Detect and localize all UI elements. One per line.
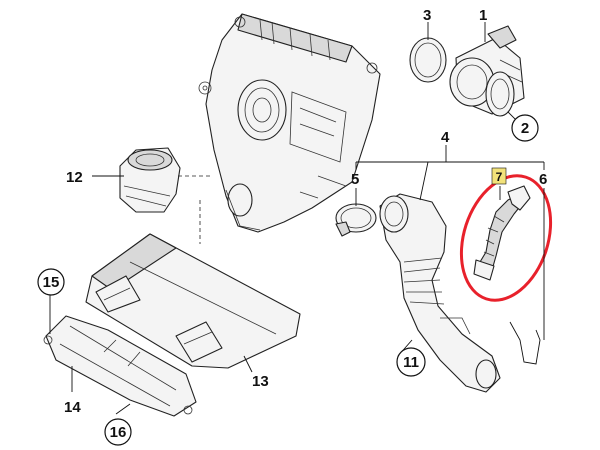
callout-4: 4 bbox=[441, 129, 450, 146]
callout-number: 13 bbox=[252, 373, 269, 390]
callout-number: 15 bbox=[43, 274, 60, 291]
callout-number: 2 bbox=[521, 120, 529, 137]
callout-15: 15 bbox=[37, 268, 65, 296]
callout-7: 7 bbox=[491, 167, 507, 185]
callout-13: 13 bbox=[252, 373, 269, 390]
callout-number: 1 bbox=[479, 7, 487, 24]
wire-clip bbox=[509, 321, 541, 365]
callout-14: 14 bbox=[64, 399, 81, 416]
callout-3: 3 bbox=[423, 7, 431, 24]
sensor-clamp bbox=[485, 71, 515, 117]
air-filter-housing bbox=[198, 13, 381, 233]
leader-lines bbox=[49, 22, 545, 415]
callout-16: 16 bbox=[104, 418, 132, 446]
hose-clamp bbox=[335, 203, 377, 237]
callout-number: 3 bbox=[423, 7, 431, 24]
callout-5: 5 bbox=[351, 171, 359, 188]
callout-2: 2 bbox=[511, 114, 539, 142]
callout-12: 12 bbox=[66, 169, 83, 186]
intake-snorkel bbox=[119, 147, 181, 213]
callout-number: 7 bbox=[496, 170, 503, 184]
callout-number: 12 bbox=[66, 169, 83, 186]
callout-11: 11 bbox=[396, 347, 426, 377]
callout-number: 11 bbox=[403, 354, 419, 371]
air-duct-cover bbox=[85, 233, 301, 369]
callout-1: 1 bbox=[479, 7, 487, 24]
callout-number: 5 bbox=[351, 171, 359, 188]
vent-hose bbox=[473, 185, 531, 281]
air-channel bbox=[43, 315, 197, 417]
callout-number: 4 bbox=[441, 129, 450, 146]
highlight-ring bbox=[459, 174, 553, 302]
intake-boot bbox=[379, 193, 501, 393]
callout-number: 6 bbox=[539, 171, 547, 188]
callout-number: 16 bbox=[110, 424, 127, 441]
callout-6: 6 bbox=[539, 171, 547, 188]
callout-number: 14 bbox=[64, 399, 81, 416]
gasket-ring bbox=[409, 37, 447, 83]
